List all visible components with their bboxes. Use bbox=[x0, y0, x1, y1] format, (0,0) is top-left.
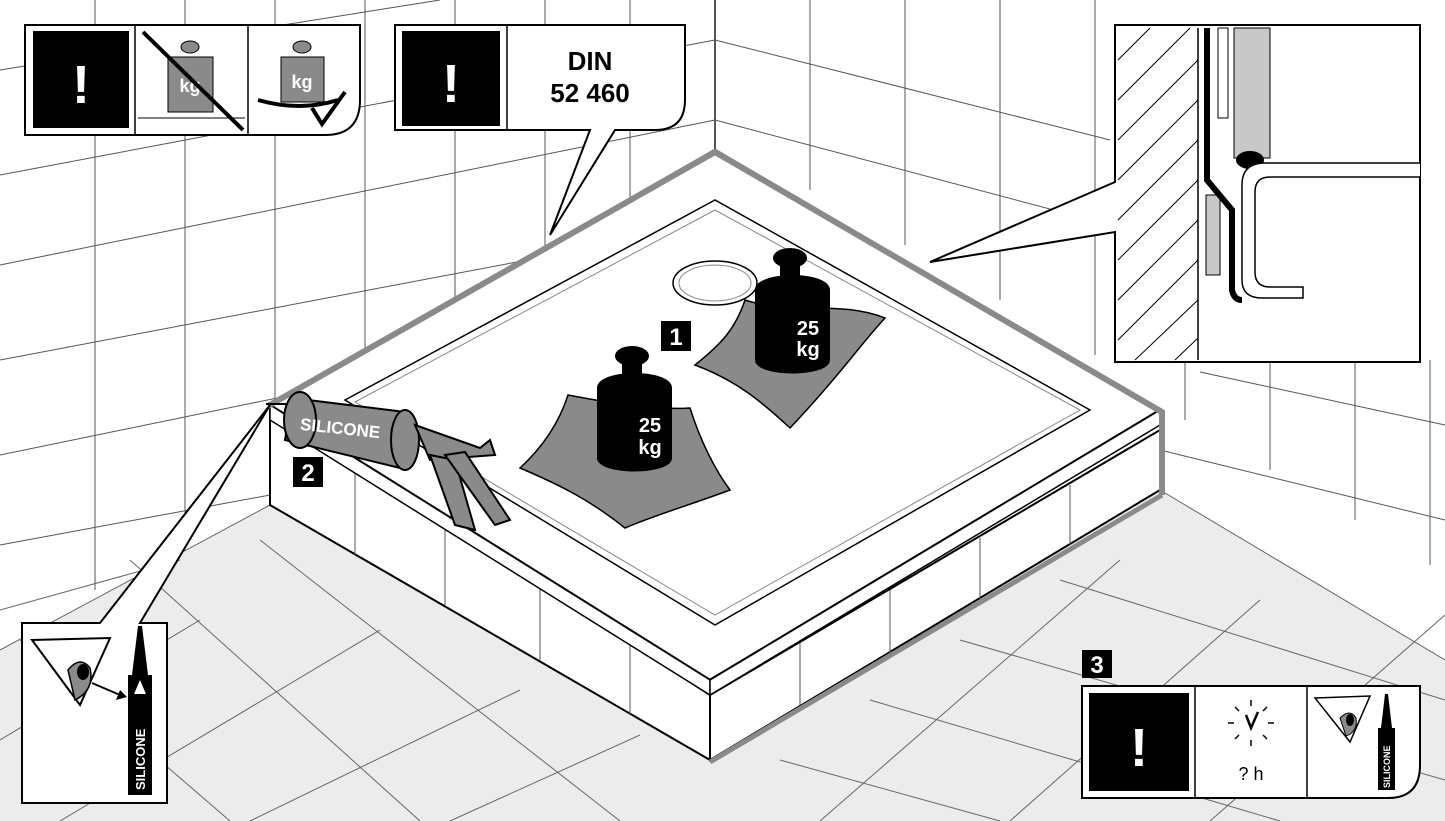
step-1-badge: 1 bbox=[661, 321, 691, 351]
warning-icon: ! bbox=[1089, 693, 1189, 791]
step-3-label: 3 bbox=[1090, 652, 1103, 679]
warning-mark-2: ! bbox=[442, 54, 460, 114]
step-1-label: 1 bbox=[669, 324, 682, 351]
curing-time-label: ? h bbox=[1238, 764, 1263, 784]
warning-icon: ! bbox=[33, 31, 129, 128]
warning-icon: ! bbox=[402, 31, 500, 126]
warning-mark-3: ! bbox=[1130, 718, 1148, 778]
weight-front-value: 25 bbox=[639, 415, 661, 437]
step-2-badge: 2 bbox=[293, 457, 323, 487]
weight-back-value: 25 bbox=[797, 318, 819, 340]
weight-front-unit: kg bbox=[638, 437, 661, 459]
step-3-badge: 3 bbox=[1082, 650, 1112, 679]
tube-label-2: SILICONE bbox=[1382, 745, 1392, 788]
weight-back-unit: kg bbox=[796, 339, 819, 361]
tube-label-1: SILICONE bbox=[133, 728, 148, 790]
warning-mark-1: ! bbox=[72, 55, 90, 115]
callout-load-warning: ! kg kg bbox=[25, 25, 360, 135]
callout-sealant-cross-section bbox=[930, 25, 1420, 362]
weight-unit-2: kg bbox=[291, 72, 312, 92]
din-label: DIN bbox=[568, 46, 613, 76]
din-number: 52 460 bbox=[550, 78, 630, 108]
step-2-label: 2 bbox=[301, 460, 314, 487]
